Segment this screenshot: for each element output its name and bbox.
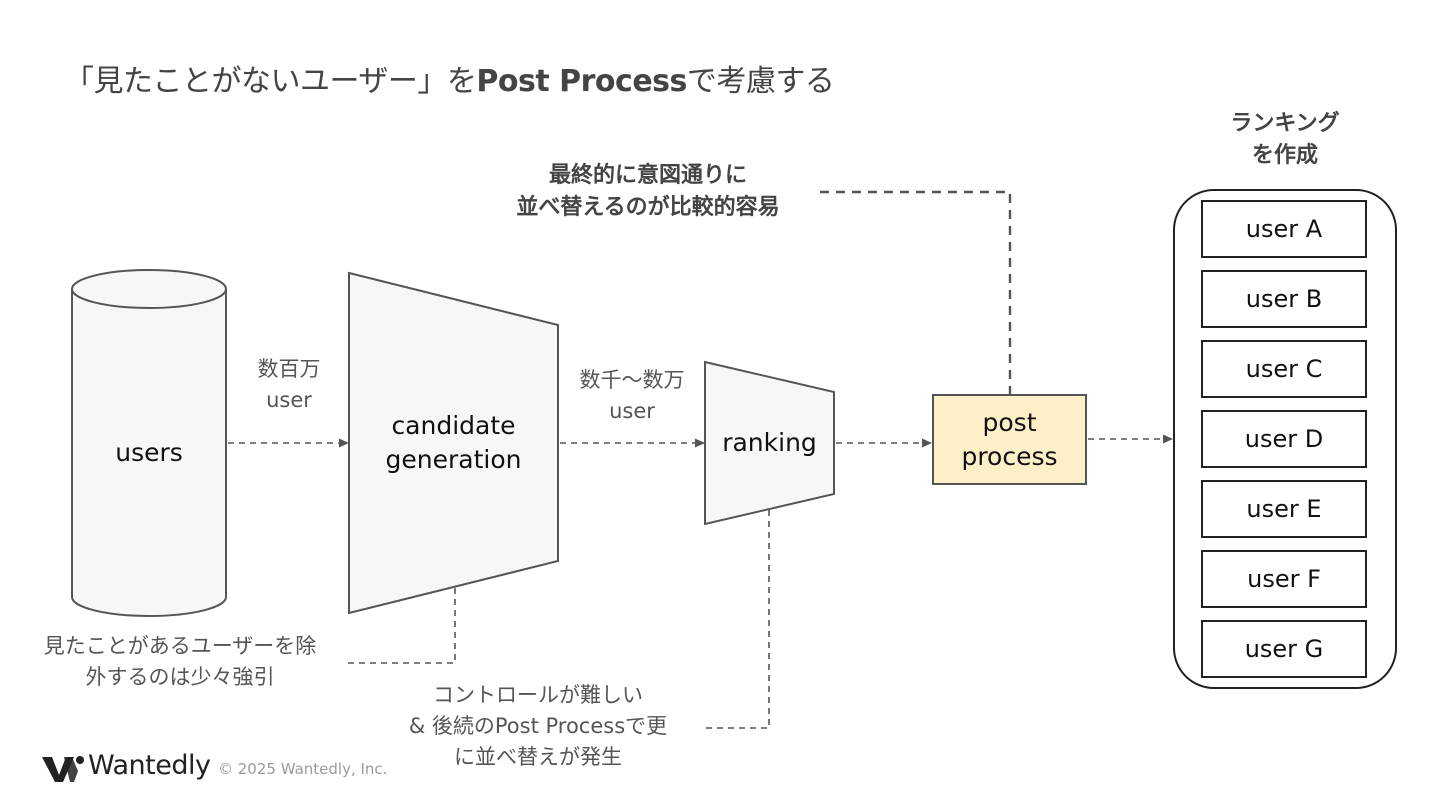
candidate-note-line1: 見たことがあるユーザーを除 — [43, 634, 317, 658]
post-process-note-line2: 並べ替えるのが比較的容易 — [516, 195, 780, 220]
ranked-user-item: user D — [1201, 410, 1367, 468]
title-emphasis: Post Process — [476, 64, 687, 99]
edge-label-thousands-line2: user — [609, 399, 655, 423]
post-process-note-connector — [818, 190, 1012, 395]
ranked-user-item: user F — [1201, 550, 1367, 608]
candidate-note: 見たことがあるユーザーを除 外するのは少々強引 — [20, 631, 340, 693]
edge-label-millions: 数百万 user — [234, 354, 344, 416]
edge-label-millions-line2: user — [266, 388, 312, 412]
ranked-user-item: user G — [1201, 620, 1367, 678]
users-node-label: users — [115, 438, 183, 467]
ranked-user-item: user C — [1201, 340, 1367, 398]
users-database-cylinder — [71, 269, 227, 617]
title-prefix: 「見たことがないユーザー」を — [64, 64, 477, 99]
ranking-shape — [704, 360, 835, 526]
post-process-label: post process — [933, 406, 1086, 474]
edge-label-thousands: 数千〜数万 user — [562, 365, 702, 427]
candidate-note-connector — [345, 588, 456, 664]
candidate-generation-label-line1: candidate — [391, 411, 516, 440]
post-process-note-line1: 最終的に意図通りに — [548, 163, 747, 188]
post-process-box — [932, 394, 1087, 485]
edge-label-thousands-line1: 数千〜数万 — [579, 368, 685, 392]
candidate-generation-shape — [348, 271, 559, 615]
wantedly-logo-text: Wantedly — [88, 750, 211, 781]
ranking-output-header: ランキング を作成 — [1200, 108, 1370, 172]
title-suffix: で考慮する — [686, 64, 835, 99]
ranked-user-item: user B — [1201, 270, 1367, 328]
page-title: 「見たことがないユーザー」をPost Processで考慮する — [64, 56, 835, 100]
candidate-note-line2: 外するのは少々強引 — [85, 665, 275, 689]
edge-label-millions-line1: 数百万 — [257, 357, 321, 381]
ranked-user-item: user E — [1201, 480, 1367, 538]
ranking-note-line3: に並べ替えが発生 — [454, 745, 622, 769]
ranking-node-label: ranking — [722, 428, 817, 457]
ranking-output-header-line2: を作成 — [1251, 143, 1318, 168]
wantedly-logo-icon — [42, 756, 84, 782]
ranking-note-line1: コントロールが難しい — [433, 683, 643, 707]
copyright-text: © 2025 Wantedly, Inc. — [218, 760, 388, 778]
ranking-note-line2: & 後続のPost Processで更 — [408, 714, 668, 738]
ranked-user-item: user A — [1201, 200, 1367, 258]
post-process-note: 最終的に意図通りに 並べ替えるのが比較的容易 — [478, 160, 818, 224]
candidate-generation-label: candidate generation — [349, 409, 558, 477]
ranking-note: コントロールが難しい & 後続のPost Processで更 に並べ替えが発生 — [378, 680, 698, 773]
ranking-output-header-line1: ランキング — [1230, 111, 1340, 136]
post-process-label-line1: post — [982, 408, 1037, 437]
candidate-generation-label-line2: generation — [385, 445, 522, 474]
ranking-note-connector — [705, 510, 770, 729]
post-process-label-line2: process — [961, 442, 1058, 471]
